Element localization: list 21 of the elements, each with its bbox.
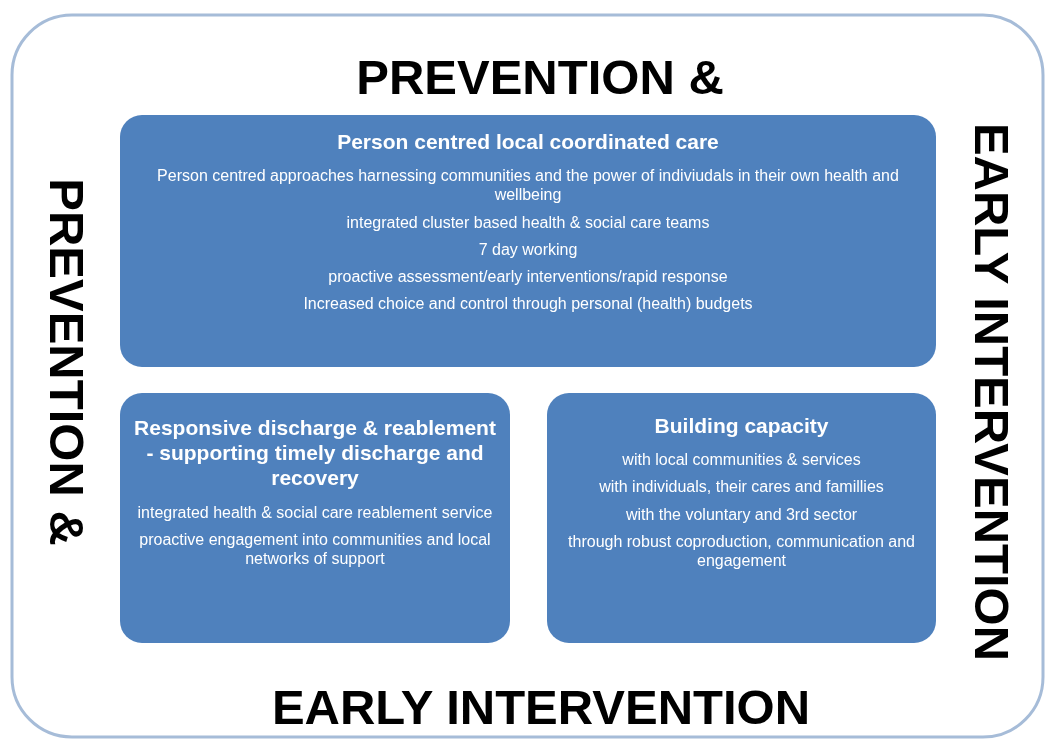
process-box (120, 393, 510, 643)
process-box (547, 393, 936, 643)
theme-label: PREVENTION & (356, 52, 724, 102)
box-text: integrated health & social care reablement service (136, 502, 494, 522)
box-text: integrated cluster based health & social care teams (345, 212, 711, 232)
box-heading: Responsive discharge & reablement - supporting timely discharge and recovery (134, 415, 496, 491)
theme-label: PREVENTION & (41, 178, 91, 546)
box-text: with local communities & services (621, 450, 862, 470)
box-text: 7 day working (477, 239, 579, 259)
box-text: through robust coproduction, communication and engagement (567, 531, 916, 571)
process-box (120, 115, 936, 367)
box-text: proactive engagement into communities and local networks of support (138, 529, 492, 569)
theme-label: EARLY INTERVENTION (271, 682, 811, 732)
box-text: Increased choice and control through personal (health) budgets (302, 294, 754, 314)
box-text: with individuals, their cares and famillies (598, 477, 885, 497)
box-heading: Person centred local coordinated care (336, 129, 720, 155)
box-text: with the voluntary and 3rd sector (624, 504, 859, 524)
box-heading: Building capacity (653, 413, 830, 439)
box-text: Person centred approaches harnessing communities and the power of indiviudals in their own health and wellbeing (156, 166, 900, 205)
theme-label: EARLY INTERVENTION (966, 122, 1016, 662)
box-text: proactive assessment/early interventions/rapid response (327, 266, 729, 287)
